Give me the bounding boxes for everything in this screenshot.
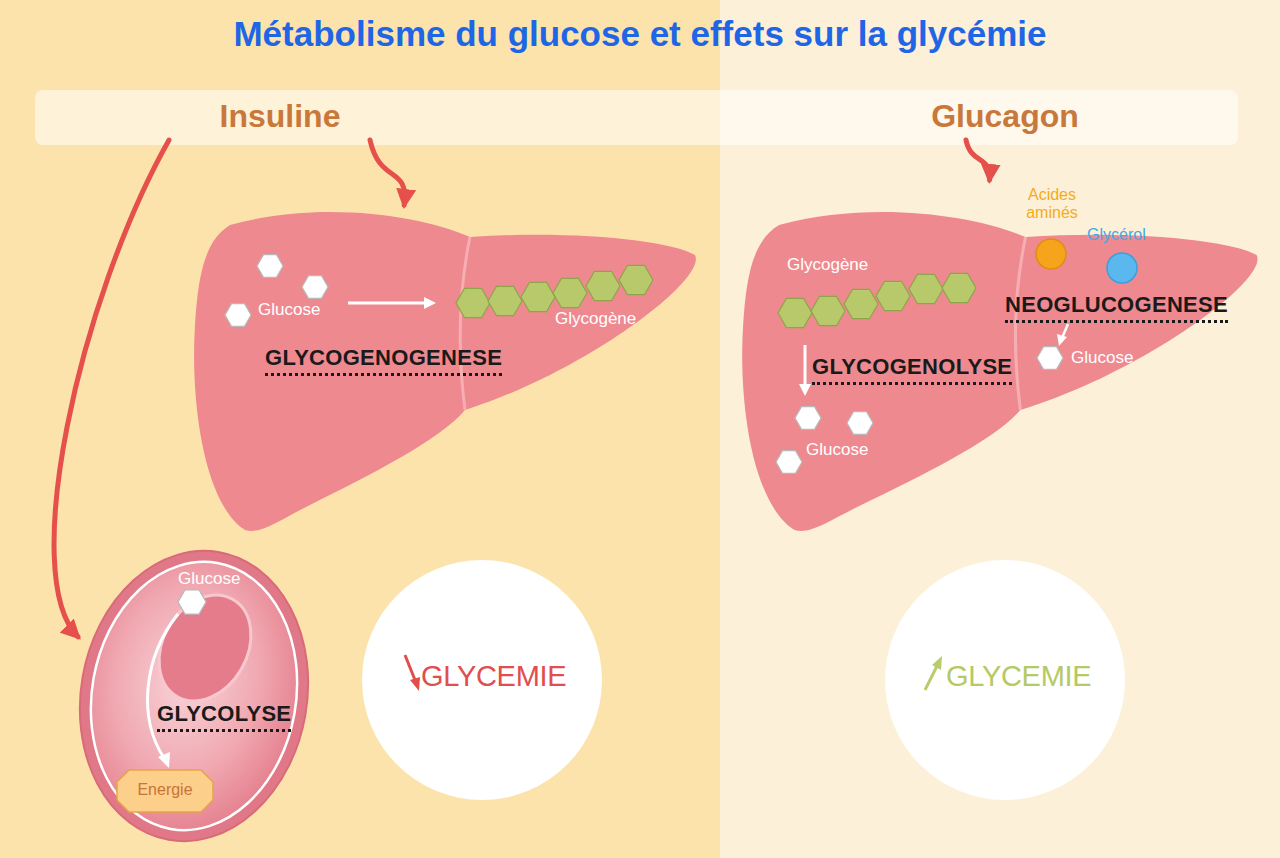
energy-label: Energie — [115, 781, 215, 799]
process-name: GLYCOLYSE — [157, 701, 291, 732]
effect-label: GLYCEMIE — [946, 660, 1091, 693]
process-name: GLYCOGENOGENESE — [265, 345, 502, 376]
hormone-label: Insuline — [130, 94, 430, 138]
molecule-label: Glucose — [806, 440, 868, 460]
hormone-arrow — [966, 140, 990, 180]
cell: GlucoseGLYCOLYSE Energie — [78, 548, 310, 844]
effect-circle: GLYCEMIE — [885, 560, 1125, 800]
molecule-label: Glycogène — [787, 255, 868, 275]
molecule-label: Glucose — [1071, 348, 1133, 368]
hormone-arrow — [370, 140, 405, 205]
molecule-label: Glucose — [178, 569, 240, 589]
effect-circle: GLYCEMIE — [362, 560, 602, 800]
diagram-title: Métabolisme du glucose et effets sur la … — [0, 14, 1280, 54]
hormone-name: Insuline — [130, 96, 430, 136]
hormone-label: Glucagon — [855, 94, 1155, 138]
molecule-label: Acides aminés — [1012, 186, 1092, 222]
effect-label: GLYCEMIE — [421, 660, 566, 693]
energy-octagon: Energie — [115, 768, 215, 814]
process-name: GLYCOGENOLYSE — [812, 354, 1012, 385]
hormone-name: Glucagon — [855, 96, 1155, 136]
molecule-label: Glucose — [258, 300, 320, 320]
molecule-label: Glycogène — [555, 309, 636, 329]
liver-organ: GlycogèneGLYCOGENOLYSE Glucose Acides amin… — [738, 180, 1262, 535]
molecule-label: Glycérol — [1087, 226, 1146, 244]
hormone-arrow — [54, 140, 169, 637]
process-name: NEOGLUCOGENESE — [1005, 292, 1228, 323]
liver-organ: Glucose GlycogèneGLYCOGENOGENESE — [190, 205, 700, 535]
